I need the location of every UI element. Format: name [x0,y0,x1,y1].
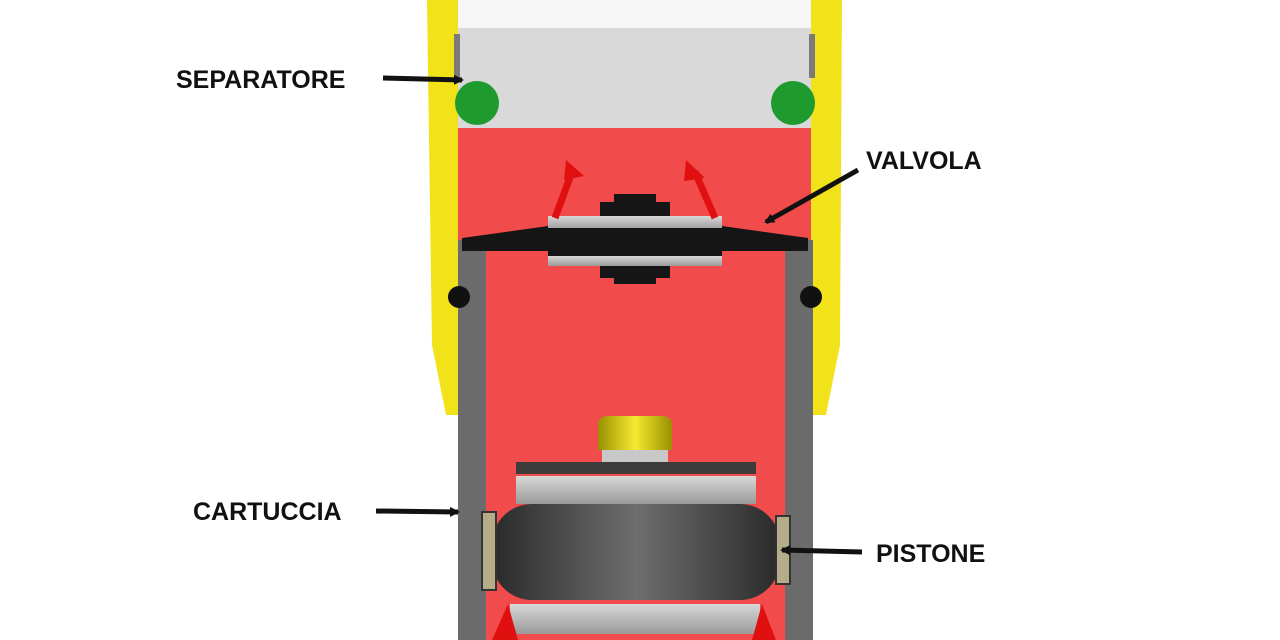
flow-arrow-bottom-right-icon [752,604,776,640]
label-separatore: SEPARATORE [176,66,346,94]
flow-arrow-left-head [564,160,584,180]
valve-shim-stack-bottom [548,256,722,266]
valve-core [548,228,722,256]
valvola-callout-arrow [764,167,860,225]
piston-band-left [481,511,497,591]
piston-shim-stack-bottom [510,604,760,634]
separator-body [458,28,811,128]
valve-nut-bottom [600,266,670,278]
valve-nut-top [600,202,670,216]
piston-body [492,504,780,600]
outer-tube-left-wall [427,0,458,415]
cartridge-o-ring-left [448,286,470,308]
valve-shim-right [722,226,808,238]
pistone-callout-arrow [780,545,863,556]
upper-chamber [458,0,811,28]
cartridge-o-ring-right [800,286,822,308]
valve-nut-bottom-cap [614,276,656,284]
outer-tube-right-wall [811,0,842,415]
cartuccia-callout-arrow [375,506,460,517]
flow-arrow-right-head [684,160,705,181]
piston-shim-stack-top [516,476,756,504]
separator-o-ring-left [455,81,499,125]
label-pistone: PISTONE [876,540,986,568]
separator-o-ring-right [771,81,815,125]
piston-nut [598,416,672,450]
label-cartuccia: CARTUCCIA [193,498,342,526]
valve-shim-left [462,226,548,238]
separator-edge-right [809,34,815,78]
valve-nut-cap [614,194,656,204]
separatore-callout-arrow [382,74,464,85]
label-valvola: VALVOLA [866,147,982,175]
flow-arrow-left-icon [551,170,576,220]
piston-top-washer [516,462,756,474]
piston-rod-top [602,446,668,464]
separator-edge-left [454,34,460,78]
flow-arrow-right-icon [691,170,719,220]
valve-shim-stack-top [548,216,722,230]
flow-arrow-bottom-left-icon [492,604,518,640]
